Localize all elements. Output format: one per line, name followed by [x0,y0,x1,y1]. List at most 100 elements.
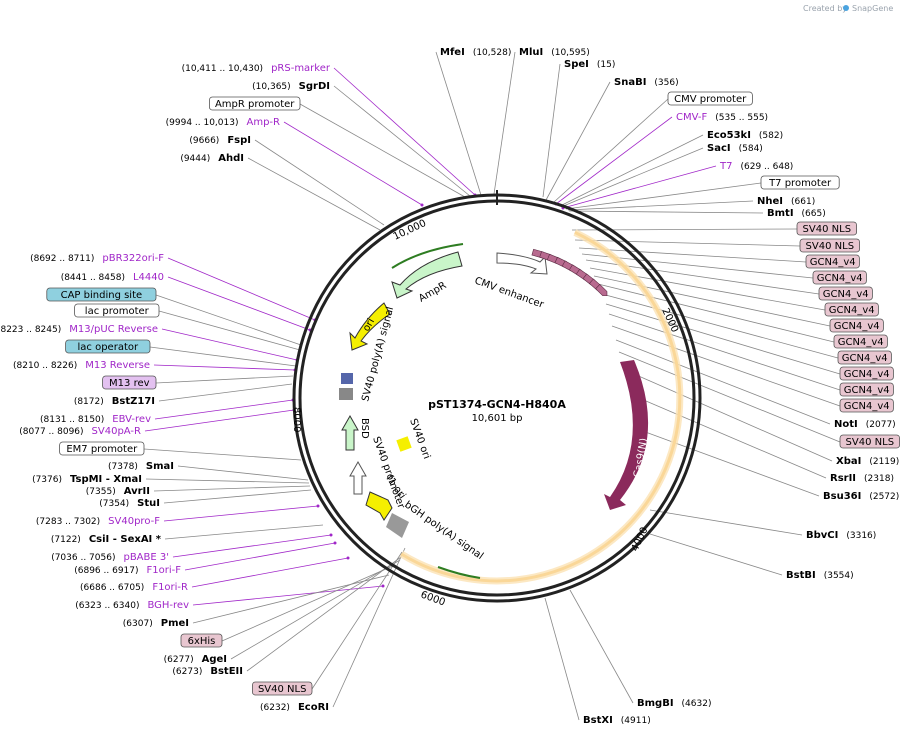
leader-line [593,275,831,327]
right-label-bstxi: BstXI(4911) [583,715,651,726]
leader-line [167,276,311,331]
cmv-enhancer-feature [496,252,548,275]
right-label-bmgbi: BmgBI(4632) [637,698,711,709]
enzyme-label: Eco53kI(582) [707,130,783,141]
left-label-pbr322ori-f: (8692 .. 8711)pBR322ori-F [30,253,164,264]
primer-label: (8131 .. 8150)EBV-rev [40,414,151,425]
bgh-polya-feature [386,513,409,538]
left-label-l4440: (8441 .. 8458)L4440 [61,272,164,283]
leader-line [568,210,764,214]
left-label-ebv-rev: (8131 .. 8150)EBV-rev [40,414,151,425]
snapgene-credit: Created by SnapGene [803,4,893,13]
enzyme-label: BbvCI(3316) [806,530,876,541]
feature-badge-text: SV40 NLS [846,437,895,448]
credit-prefix: Created by [803,4,847,13]
leader-line [545,81,611,201]
svg-text:SnapGene: SnapGene [852,4,893,13]
left-label-f1ori-r: (6686 .. 6705)F1ori-R [80,582,188,593]
tick-8000: 8000 [291,407,302,432]
left-label-sv40pro-f: (7283 .. 7302)SV40pro-F [36,516,160,527]
left-label-sgrdi: (10,365)SgrDI [252,81,330,92]
enzyme-label: (7378)SmaI [108,461,174,472]
enzyme-label: BstBI(3554) [786,570,854,581]
left-label-fspi: (9666)FspI [189,135,251,146]
left-label-bsteii: (6273)BstEII [172,666,243,677]
right-label-bstbi: BstBI(3554) [786,570,854,581]
left-label-smai: (7378)SmaI [108,461,174,472]
ampr-label: AmpR [417,280,448,304]
right-label-xbai: XbaI(2119) [836,456,899,467]
enzyme-label: MluI(10,595) [519,47,590,58]
right-label-cmv-promoter: CMV promoter [667,91,753,106]
primer-label: (8692 .. 8711)pBR322ori-F [30,253,164,264]
feature-badge [839,382,894,397]
feature-badge [839,398,894,413]
feature-badge-text: GCN4_v4 [844,385,890,396]
feature-badge [839,434,900,449]
left-label-ampr-promoter: AmpR promoter [208,96,301,111]
enzyme-label: (9444)AhdI [180,153,244,164]
right-label-sv40-nls: SV40 NLS [839,434,900,449]
leader-line [167,257,316,321]
cas9-orf-arc-halo [399,229,684,585]
bsd-label: BSD [359,418,370,439]
right-label-t7-promoter: T7 promoter [760,175,840,190]
feature-badge-text: M13 rev [109,378,150,389]
leader-line [639,429,820,497]
leader-line [435,51,482,196]
leader-line [163,505,319,522]
leader-line [311,551,403,690]
leader-line [597,283,835,343]
right-label-bbvci: BbvCI(3316) [806,530,876,541]
plasmid-name: pST1374-GCN4-H840A [428,398,566,411]
right-label-bmti: BmtI(665) [767,208,826,219]
left-label-em7-promoter: EM7 promoter [59,441,145,456]
feature-badge-text: AmpR promoter [215,99,295,110]
left-label-amp-r: (9994 .. 10,013)Amp-R [166,117,280,128]
enzyme-label: MfeI(10,528) [440,47,511,58]
leader-line [143,448,302,461]
right-label-gcn4-v4: GCN4_v4 [812,270,867,285]
leader-line [562,165,717,209]
gcn4-array [531,248,608,297]
leader-line [158,310,301,351]
ampr-feature [391,251,463,299]
feature-badge [837,350,892,365]
primer-label: CMV-F(535 .. 555) [676,112,768,123]
ori-feature [349,302,391,351]
left-label-prs-marker: (10,411 .. 10,430)pRS-marker [182,63,331,74]
enzyme-label: (10,365)SgrDI [252,81,330,92]
primer-label: T7(629 .. 648) [719,161,793,172]
feature-badge [833,334,888,349]
left-label-m13-reverse: (8210 .. 8226)M13 Reverse [13,360,150,371]
enzyme-label: SpeI(15) [564,59,615,70]
left-label-bstz17i: (8172)BstZ17I [74,396,155,407]
primer-site [333,541,337,545]
leader-line [569,589,634,704]
leader-line [605,303,841,375]
feature-badge-text: CAP binding site [61,290,143,301]
left-labels: (10,411 .. 10,430)pRS-marker (10,365)SgrD… [0,63,331,713]
enzyme-label: (7354)StuI [99,498,160,509]
left-label-lac-operator: lac operator [65,339,151,354]
credit-brand: SnapGene [852,4,893,13]
right-label-gcn4-v4: GCN4_v4 [839,398,894,413]
leader-line [571,228,798,231]
leader-line [247,157,381,231]
left-label-m13-rev: M13 rev [102,375,157,390]
leader-line [246,556,402,672]
leader-line [221,564,396,642]
leader-line [608,313,841,391]
left-label-tspmi-xmai: (7376)TspMI - XmaI [32,474,142,485]
leader-line [332,547,406,708]
right-label-mlui: MluI(10,595) [519,47,590,58]
primer-site [381,584,385,588]
left-label-stui: (7354)StuI [99,498,160,509]
left-label-cap-binding-site: CAP binding site [46,287,157,302]
leader-line [544,597,580,721]
enzyme-label: (6232)EcoRI [260,702,329,713]
feature-badge-text: GCN4_v4 [817,273,863,284]
left-label-sv40pa-r: (8077 .. 8096)SV40pA-R [19,426,141,437]
primer-label: (10,411 .. 10,430)pRS-marker [182,63,331,74]
leader-line [163,489,312,504]
